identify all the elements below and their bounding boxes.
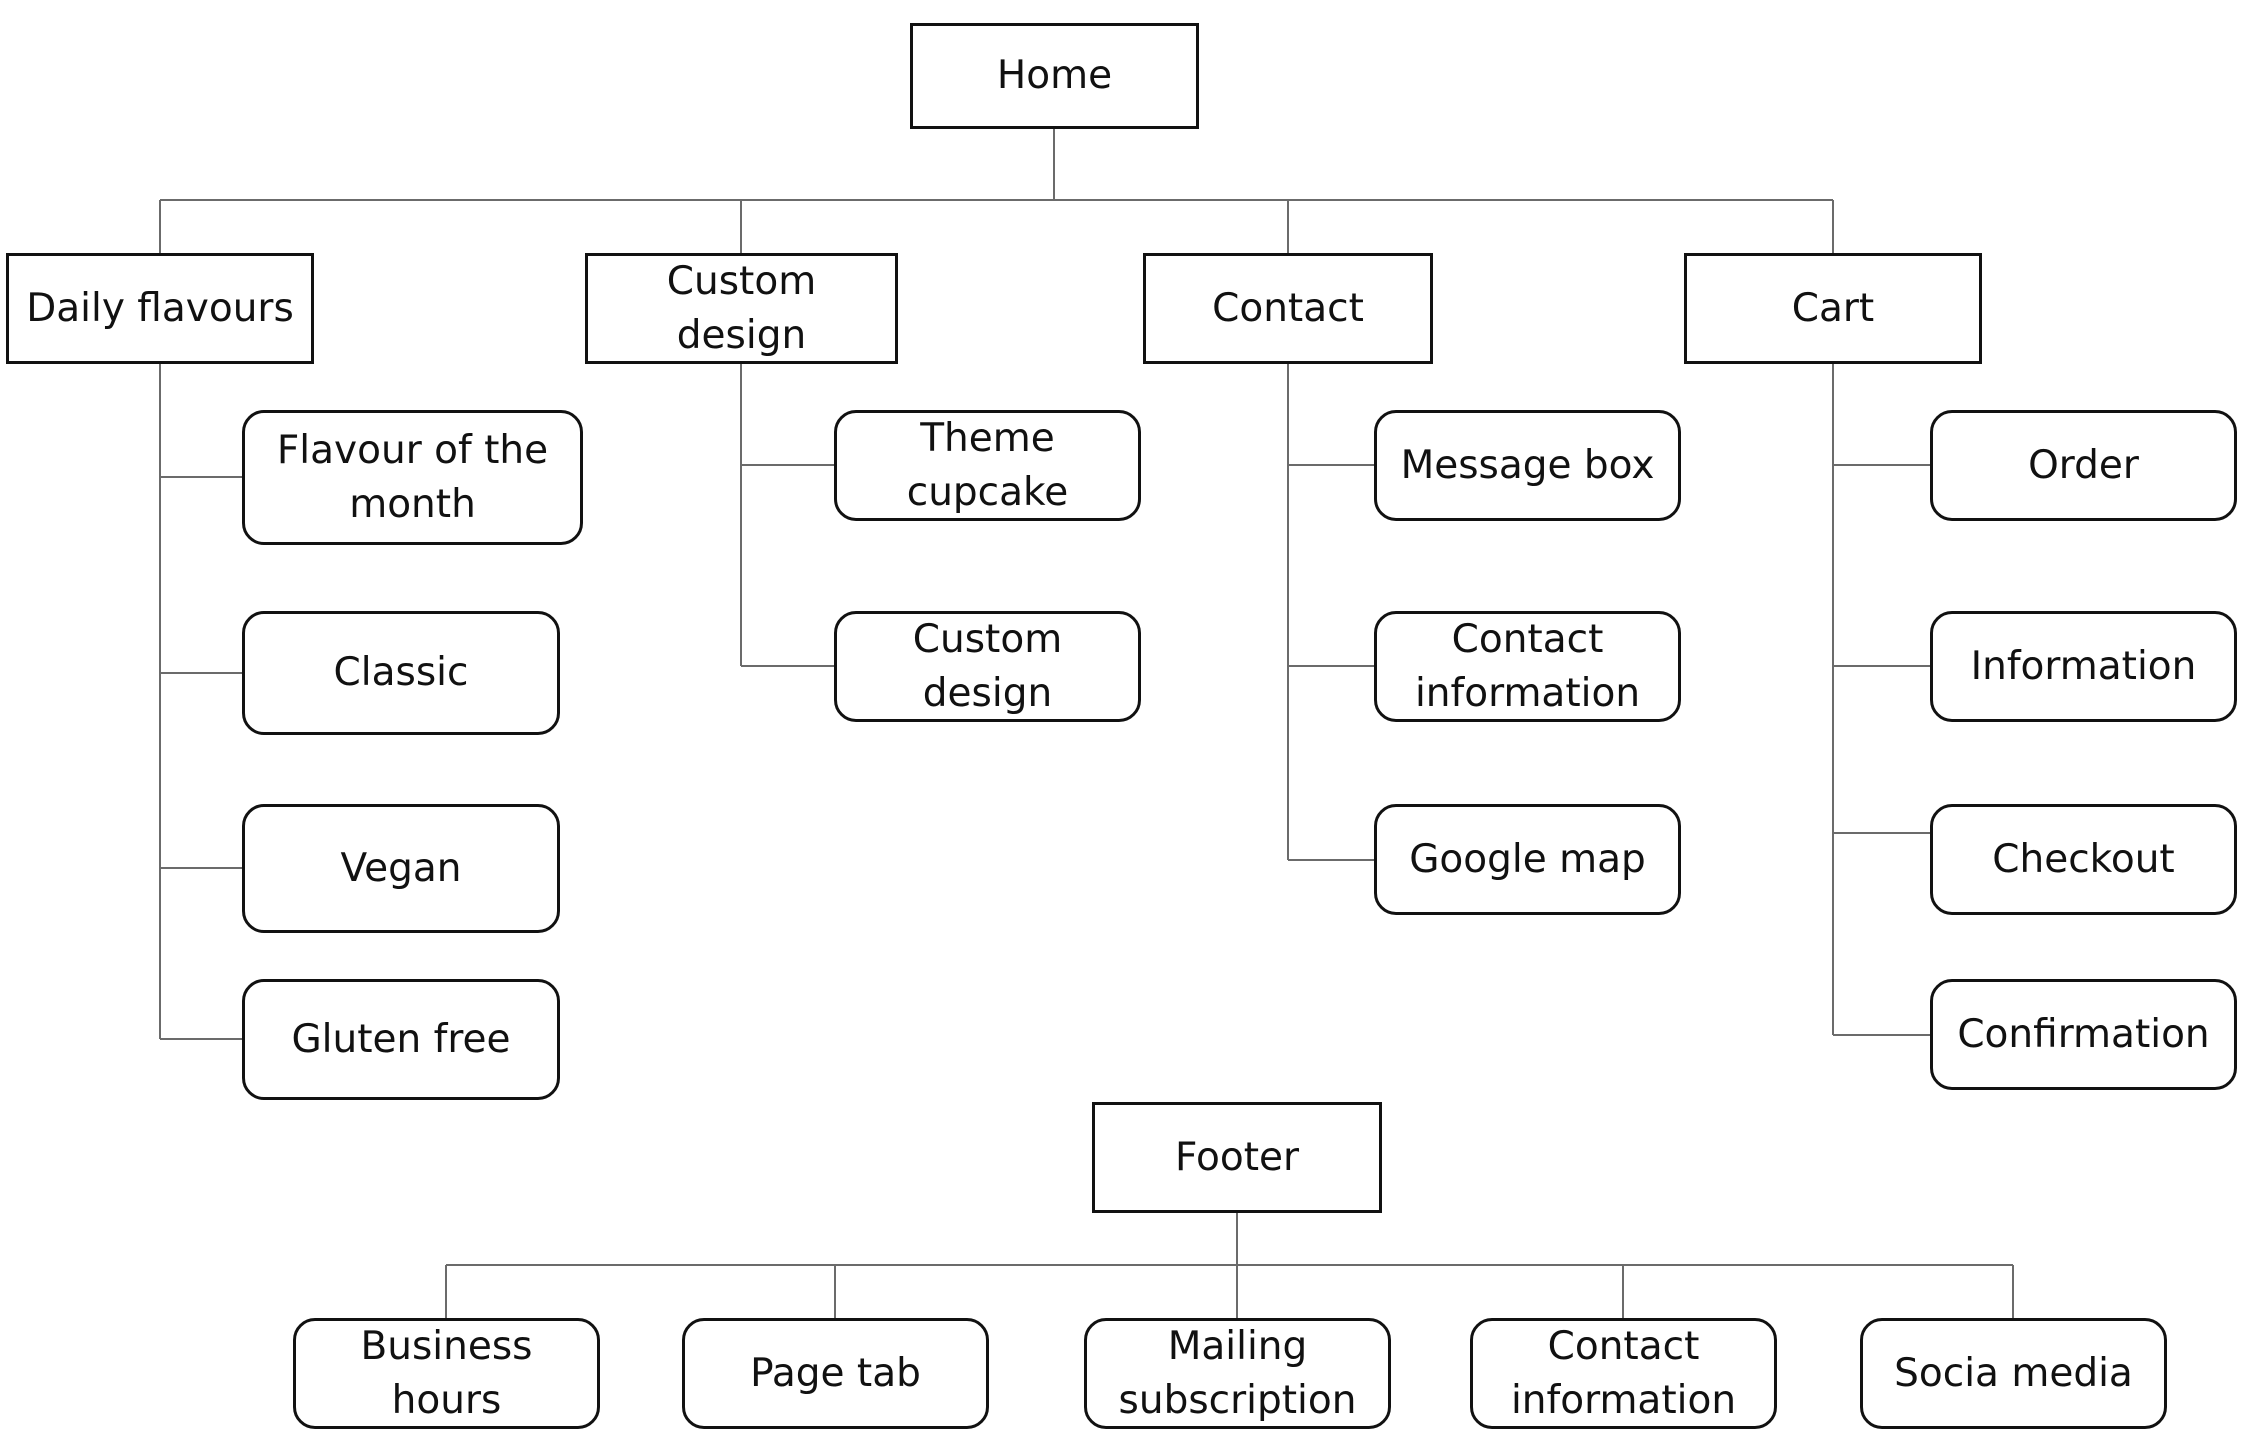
node-order: Order — [1930, 410, 2237, 521]
node-mailing-subscription: Mailing subscription — [1084, 1318, 1391, 1429]
node-theme-cupcake: Theme cupcake — [834, 410, 1141, 521]
node-vegan: Vegan — [242, 804, 560, 933]
node-footer-contact-information: Contact information — [1470, 1318, 1777, 1429]
node-confirmation: Confirmation — [1930, 979, 2237, 1090]
node-gluten-free: Gluten free — [242, 979, 560, 1100]
node-daily-flavours: Daily flavours — [6, 253, 314, 364]
node-home: Home — [910, 23, 1199, 129]
node-footer: Footer — [1092, 1102, 1382, 1213]
node-google-map: Google map — [1374, 804, 1681, 915]
node-flavour-of-the-month: Flavour of the month — [242, 410, 583, 545]
node-page-tab: Page tab — [682, 1318, 989, 1429]
node-classic: Classic — [242, 611, 560, 735]
node-message-box: Message box — [1374, 410, 1681, 521]
node-information: Information — [1930, 611, 2237, 722]
node-socia-media: Socia media — [1860, 1318, 2167, 1429]
node-checkout: Checkout — [1930, 804, 2237, 915]
node-contact-information: Contact information — [1374, 611, 1681, 722]
node-custom-design-sub: Custom design — [834, 611, 1141, 722]
node-business-hours: Business hours — [293, 1318, 600, 1429]
node-cart: Cart — [1684, 253, 1982, 364]
node-custom-design: Custom design — [585, 253, 898, 364]
node-contact: Contact — [1143, 253, 1433, 364]
